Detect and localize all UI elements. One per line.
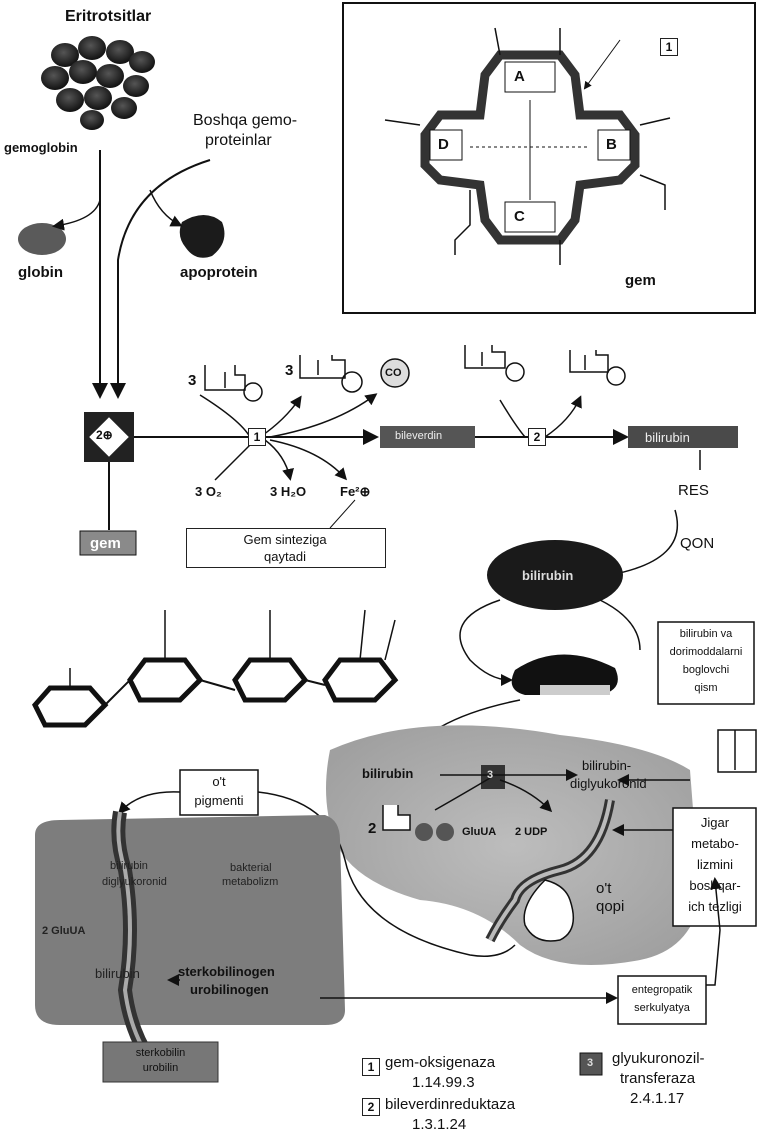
heme-label: gem (90, 535, 121, 552)
hemoglobin-label: gemoglobin (4, 140, 78, 155)
stercobilinogen-label: sterkobilinogen (178, 964, 275, 979)
other-hemoproteins-label-1: Boshqa gemo- (193, 112, 297, 130)
globin-label: globin (18, 264, 63, 281)
diglucuronide-label-1: bilirubin- (582, 758, 631, 773)
heme-recycle-box: Gem sinteziga qaytadi (186, 528, 386, 568)
gallbladder-label-2: qopi (596, 898, 624, 915)
bilirubin-structure (35, 610, 395, 725)
gallbladder-label-1: o't (596, 880, 611, 897)
binding-site-line4: qism (660, 682, 752, 694)
legend-enzyme2-ec: 1.3.1.24 (412, 1116, 466, 1133)
legend-enzyme1-name: gem-oksigenaza (385, 1054, 495, 1071)
fe2-label: Fe²⊕ (340, 484, 370, 500)
bacterial-metabolism-1: bakterial (230, 862, 272, 874)
ring-a-label: A (514, 68, 525, 85)
liver-rate-line4: boshqar- (675, 878, 755, 893)
heme-recycle-line1: Gem sinteziga (187, 532, 383, 547)
liver-rate-line1: Jigar (675, 815, 755, 830)
enzyme1-badge: 1 (248, 428, 266, 446)
bile-pigment-line1: o't (180, 774, 258, 789)
legend-badge-1: 1 (362, 1058, 380, 1076)
two-glua-label: 2 GluUA (42, 925, 85, 937)
enterohepatic-line1: entegropatik (618, 984, 706, 996)
intestine-diglucuronide-2: diglyukoronid (102, 876, 167, 888)
heme-structure-label: gem (625, 272, 656, 289)
globin-blob (18, 223, 66, 255)
bacterial-metabolism-2: metabolizm (222, 876, 278, 888)
enzyme3-badge: 3 (487, 769, 493, 781)
heme-recycle-line2: qaytadi (187, 549, 383, 564)
apoprotein-label: apoprotein (180, 264, 258, 281)
liver-rate-line3: lizmini (675, 857, 755, 872)
fe-ion-label: 2⊕ (96, 428, 113, 442)
three-mid: 3 (285, 362, 293, 379)
legend-enzyme3-ec: 2.4.1.17 (630, 1090, 684, 1107)
structure-badge: 1 (660, 38, 678, 56)
h2o-label: 3 H₂O (270, 484, 306, 499)
bilirubin-liver-label: bilirubin (362, 766, 413, 781)
erythrocytes-cluster (41, 36, 155, 130)
liver-region (326, 725, 700, 965)
co-label: CO (385, 367, 402, 379)
o2-label: 3 O₂ (195, 484, 222, 499)
apoprotein-blob (180, 215, 225, 258)
ring-d-label: D (438, 136, 449, 153)
enzyme2-badge: 2 (528, 428, 546, 446)
bilirubin-top-label: bilirubin (645, 430, 690, 445)
binding-site-line2: dorimoddalarni (660, 646, 752, 658)
blood-label: QON (680, 535, 714, 552)
udp-label: 2 UDP (515, 826, 547, 838)
liver-rate-line5: ich tezligi (675, 899, 755, 914)
bile-pigment-line2: pigmenti (180, 793, 258, 808)
legend-enzyme3-name-1: glyukuronozil- (612, 1050, 705, 1067)
res-label: RES (678, 482, 709, 499)
ring-b-label: B (606, 136, 617, 153)
liver-rate-line2: metabo- (675, 836, 755, 851)
stercobilin-label: sterkobilin (103, 1047, 218, 1059)
legend-enzyme3-name-2: transferaza (620, 1070, 695, 1087)
erythrocytes-label: Eritrotsitlar (65, 8, 151, 26)
urobilinogen-label: urobilinogen (190, 982, 269, 997)
bilirubin-intestine-label: bilirubin (95, 966, 140, 981)
biliverdin-label: bileverdin (395, 430, 442, 442)
diglucuronide-label-2: diglyukoronid (570, 776, 647, 791)
urobilin-label: urobilin (103, 1062, 218, 1074)
three-left: 3 (188, 372, 196, 389)
binding-site-line3: boglovchi (660, 664, 752, 676)
legend-badge-3: 3 (587, 1057, 593, 1069)
binding-site-line1: bilirubin va (660, 628, 752, 640)
heme-structure-frame (343, 3, 755, 313)
glua-label: GluUA (462, 826, 496, 838)
bilirubin-blood-label: bilirubin (522, 568, 573, 583)
ring-c-label: C (514, 208, 525, 225)
legend-enzyme1-ec: 1.14.99.3 (412, 1074, 475, 1091)
two-udpglua-label: 2 (368, 820, 376, 837)
legend-badge-2: 2 (362, 1098, 380, 1116)
legend-enzyme2-name: bileverdinreduktaza (385, 1096, 515, 1113)
enterohepatic-line2: serkulyatya (618, 1002, 706, 1014)
other-hemoproteins-label-2: proteinlar (205, 132, 272, 150)
intestine-diglucuronide-1: bilirubin (110, 860, 148, 872)
